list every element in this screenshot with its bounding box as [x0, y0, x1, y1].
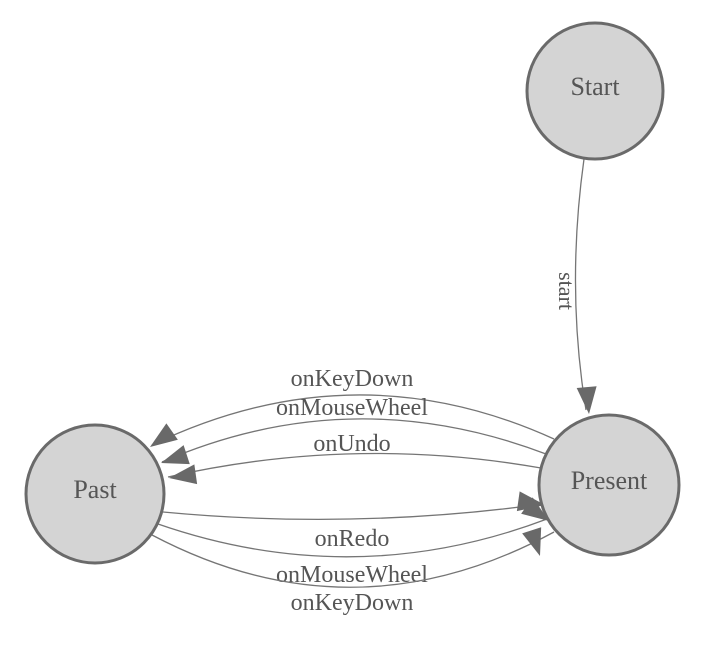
arrowhead-icon — [161, 445, 190, 465]
edge-label-start: start — [554, 272, 579, 310]
edge-path-past-to-present-redo[interactable] — [162, 503, 544, 521]
state-node-start: Start — [525, 21, 665, 161]
state-label-present: Present — [571, 466, 648, 495]
state-label-past: Past — [73, 475, 117, 504]
state-circle-past[interactable] — [24, 423, 166, 565]
state-circle-start[interactable] — [525, 21, 665, 161]
edge-present-to-past-keydown: onKeyDown — [150, 366, 555, 447]
state-label-start: Start — [570, 72, 620, 101]
edge-path-start-to-present[interactable] — [574, 158, 587, 411]
state-node-past: Past — [24, 423, 166, 565]
arrowhead-icon — [521, 497, 549, 521]
edge-path-present-to-past-keydown[interactable] — [151, 394, 555, 446]
arrowhead-icon — [169, 464, 198, 485]
arrowhead-icon — [150, 423, 178, 447]
state-circle-present[interactable] — [537, 413, 681, 557]
state-node-present: Present — [537, 413, 681, 557]
edge-label-onkeydown-top: onKeyDown — [291, 366, 414, 392]
edge-past-to-present-redo: onRedo — [162, 491, 545, 552]
edge-start-to-present: start — [554, 158, 597, 414]
edge-label-onundo: onUndo — [313, 431, 390, 457]
edge-label-onredo: onRedo — [315, 526, 390, 552]
edge-past-to-present-keydown: onKeyDown — [151, 527, 555, 616]
edge-label-onkeydown-bottom: onKeyDown — [291, 590, 414, 616]
edge-present-to-past-mousewheel: onMouseWheel — [161, 395, 547, 465]
edge-path-past-to-present-mousewheel[interactable] — [157, 518, 548, 558]
edge-path-present-to-past-mousewheel[interactable] — [161, 418, 547, 463]
edge-present-to-past-undo: onUndo — [167, 431, 542, 485]
arrowhead-icon — [522, 527, 542, 556]
edge-label-onmousewheel-top: onMouseWheel — [276, 395, 428, 421]
edge-path-present-to-past-undo[interactable] — [167, 452, 542, 478]
arrowhead-icon — [576, 386, 597, 414]
edge-path-past-to-present-keydown[interactable] — [151, 531, 555, 588]
